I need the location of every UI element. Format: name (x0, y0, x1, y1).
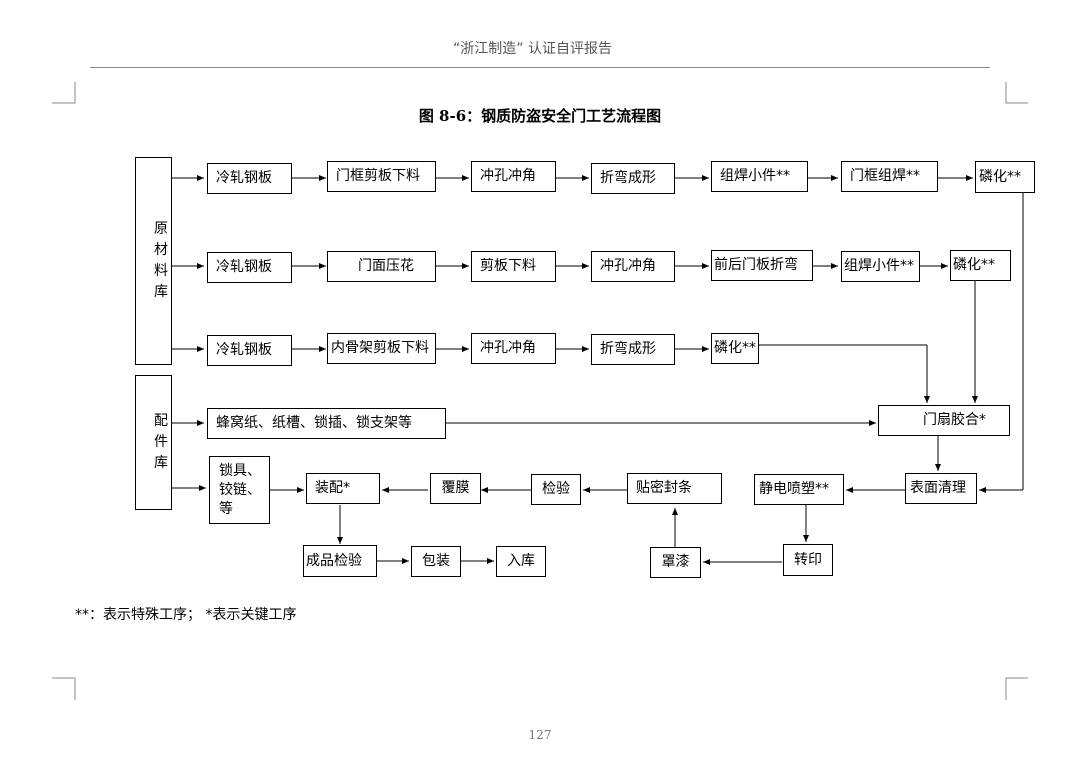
row3-cold-rolled-steel: 冷轧钢板 (207, 335, 292, 366)
row1-cold-rolled-steel: 冷轧钢板 (207, 163, 292, 194)
diagram-title: 图 8-6：钢质防盗安全门工艺流程图 (418, 107, 662, 125)
row2-panel-bending: 前后门板折弯 (711, 250, 813, 281)
row2-door-embossing: 门面压花 (327, 251, 436, 282)
row2-shearing: 剪板下料 (471, 251, 556, 282)
report-header: “浙江制造” 认证自评报告 (453, 41, 612, 57)
surface-cleaning: 表面清理 (905, 473, 977, 504)
row1-punching: 冲孔冲角 (471, 161, 556, 192)
row3-phosphating: 磷化** (711, 333, 759, 364)
raw-material-store-box (135, 157, 172, 365)
finished-product-check: 成品检验 (303, 545, 377, 577)
electrostatic-powder: 静电喷塑** (754, 474, 844, 505)
assembly-step: 装配* (306, 473, 380, 504)
header-rule (90, 67, 990, 68)
row1-frame-welding: 门框组焊** (841, 161, 938, 192)
inspection-step: 检验 (531, 474, 581, 505)
row3-bending: 折弯成形 (591, 334, 675, 365)
warehousing-step: 入库 (496, 546, 546, 577)
row1-phosphating: 磷化** (975, 161, 1035, 193)
row3-punching: 冲孔冲角 (471, 333, 556, 364)
row2-cold-rolled-steel: 冷轧钢板 (207, 252, 292, 283)
seal-strip: 贴密封条 (627, 473, 722, 504)
row2-punching: 冲孔冲角 (591, 251, 675, 282)
row2-phosphating: 磷化** (950, 250, 1011, 281)
row2-weld-small-parts: 组焊小件** (841, 251, 920, 282)
varnish-step: 罩漆 (650, 547, 701, 578)
row3-frame-shearing: 内骨架剪板下料 (327, 333, 436, 364)
raw-material-store-label: 原材料库 (154, 221, 168, 300)
parts-materials: 蜂窝纸、纸槽、锁插、锁支架等 (207, 408, 446, 439)
packaging-step: 包装 (411, 546, 461, 577)
row1-bending: 折弯成形 (591, 163, 675, 194)
film-coating: 覆膜 (430, 473, 481, 504)
row1-weld-small-parts: 组焊小件** (711, 161, 808, 192)
row1-frame-shearing: 门框剪板下料 (327, 161, 436, 192)
locks-hinges: 锁具、铰链、等 (209, 456, 270, 524)
transfer-print-step: 转印 (783, 544, 833, 576)
parts-store-box (135, 375, 172, 510)
page-number: 127 (528, 728, 552, 742)
door-leaf-gluing: 门扇胶合* (878, 405, 1010, 436)
legend-note: **：表示特殊工序； *表示关键工序 (75, 607, 297, 623)
parts-store-label: 配件库 (154, 413, 168, 471)
